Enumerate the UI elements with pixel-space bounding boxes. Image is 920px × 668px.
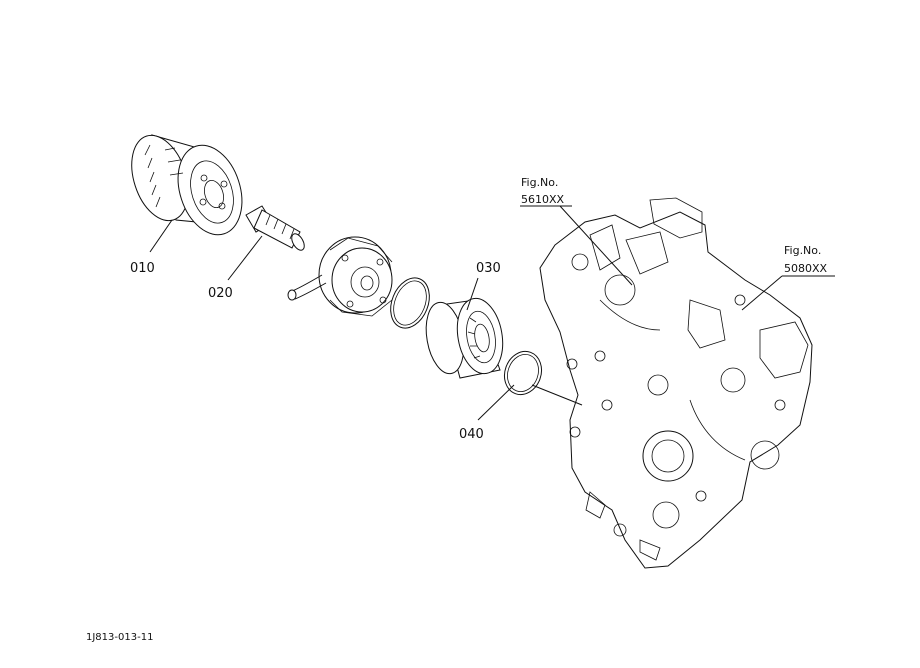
sleeve-drawing bbox=[425, 297, 504, 379]
o-ring-drawing bbox=[390, 277, 430, 329]
part-number-010: 010 bbox=[130, 261, 155, 276]
leader-5080 bbox=[741, 275, 783, 311]
leader-030 bbox=[466, 277, 479, 311]
leader-lines bbox=[149, 205, 835, 421]
leader-020 bbox=[227, 235, 263, 281]
leader-040-cover bbox=[531, 384, 583, 406]
gear-case-drawing bbox=[539, 197, 813, 569]
part-number-030: 030 bbox=[476, 261, 501, 276]
fig-ref-label-a: Fig.No. bbox=[521, 176, 558, 189]
leader-040 bbox=[477, 384, 515, 421]
document-code: 1J813-013-11 bbox=[86, 632, 153, 643]
fig-ref-number-a: 5610XX bbox=[521, 193, 565, 206]
leader-010 bbox=[149, 219, 173, 253]
union-bolt-drawing bbox=[245, 205, 305, 251]
fig-ref-number-b: 5080XX bbox=[784, 262, 828, 275]
part-number-040: 040 bbox=[459, 427, 484, 442]
oil-filter-drawing bbox=[131, 134, 243, 236]
leader-5610 bbox=[559, 205, 633, 286]
part-number-020: 020 bbox=[208, 286, 233, 301]
fig-ref-label-b: Fig.No. bbox=[784, 244, 821, 257]
small-o-ring-drawing bbox=[503, 350, 543, 396]
oil-cooler-drawing bbox=[287, 236, 393, 317]
